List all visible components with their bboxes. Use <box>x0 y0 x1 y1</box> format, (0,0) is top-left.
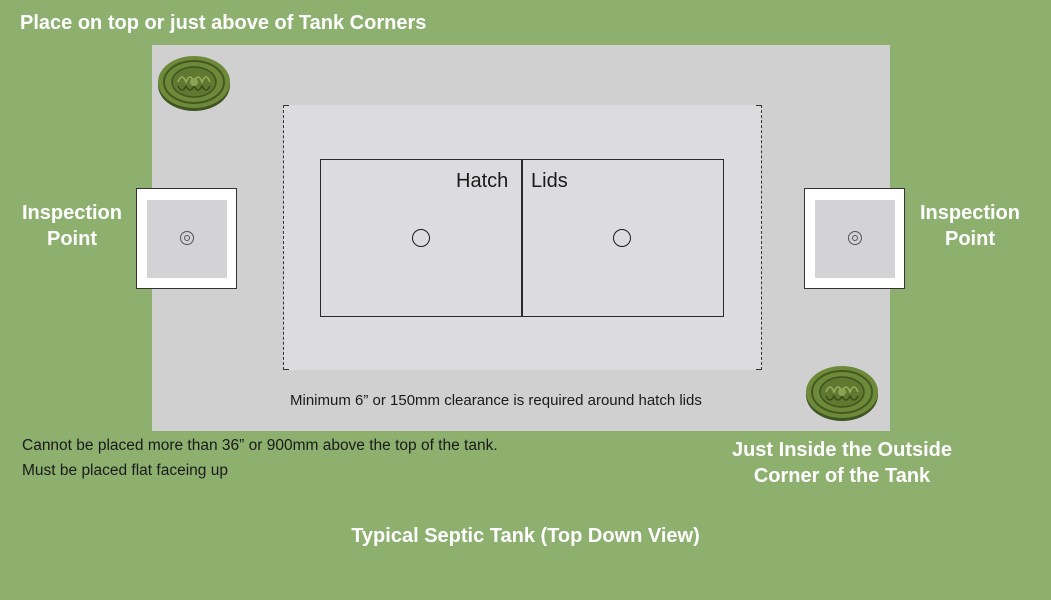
left-lid-circle-icon <box>412 229 430 247</box>
height-limit-note: Cannot be placed more than 36” or 900mm … <box>22 437 498 454</box>
ornate-round-ground-marker-icon <box>158 56 230 111</box>
right-lid-circle-icon <box>613 229 631 247</box>
ornate-round-ground-marker-icon <box>806 366 878 421</box>
hatch-lids-divider <box>521 159 523 317</box>
clearance-zone <box>283 105 762 370</box>
corner-placement-label-line-1: Just Inside the Outside <box>731 439 953 461</box>
corner-placement-label: Just Inside the Outside Corner of the Ta… <box>716 437 968 489</box>
clearance-corner-tick <box>283 105 289 106</box>
right-inspection-pad <box>815 200 895 278</box>
left-inspection-label-line-2: Point <box>47 228 97 250</box>
corner-placement-label-line-2: Corner of the Tank <box>753 465 931 487</box>
clearance-corner-tick <box>283 369 289 370</box>
hatch-label: Hatch <box>456 170 509 192</box>
right-inspection-label-line-2: Point <box>945 228 995 250</box>
inspection-concentric-circle-icon <box>848 231 862 245</box>
clearance-corner-tick <box>756 105 762 106</box>
left-inspection-label: Inspection Point <box>7 200 137 252</box>
right-inspection-label: Inspection Point <box>905 200 1035 252</box>
clearance-note: Minimum 6” or 150mm clearance is require… <box>290 392 702 409</box>
orientation-note: Must be placed flat faceing up <box>22 462 228 479</box>
right-inspection-point <box>804 188 905 289</box>
left-inspection-label-line-1: Inspection <box>21 202 122 224</box>
right-inspection-label-line-1: Inspection <box>919 202 1020 224</box>
diagram-caption: Typical Septic Tank (Top Down View) <box>351 525 700 547</box>
lids-label: Lids <box>531 170 568 192</box>
clearance-corner-tick <box>756 369 762 370</box>
left-inspection-pad <box>147 200 227 278</box>
left-inspection-point <box>136 188 237 289</box>
top-instruction-title: Place on top or just above of Tank Corne… <box>20 12 427 34</box>
inspection-concentric-circle-icon <box>180 231 194 245</box>
